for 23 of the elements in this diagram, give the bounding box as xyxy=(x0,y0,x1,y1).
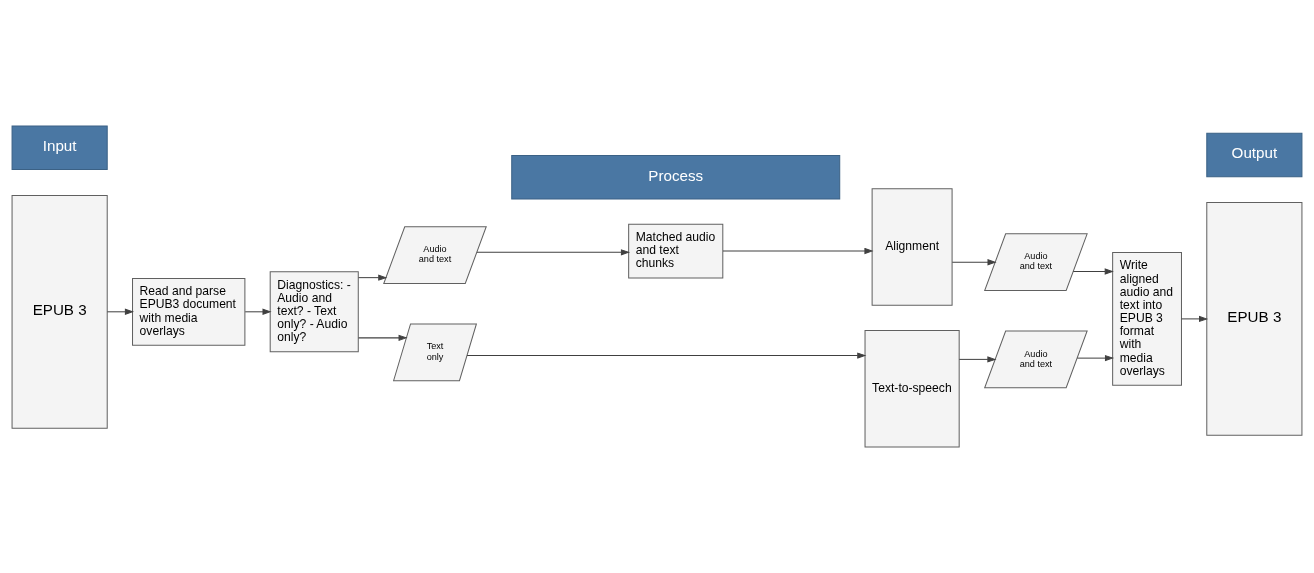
arrow xyxy=(358,274,388,281)
node-box: EPUB 3 xyxy=(1206,201,1303,436)
node-box: Diagnostics: - Audio and text? - Text only? - Audio only? xyxy=(269,271,359,353)
node-box: Process xyxy=(511,154,841,200)
arrow xyxy=(1076,354,1115,362)
arrow xyxy=(1072,268,1114,275)
arrow xyxy=(466,352,867,359)
node-box: Matched audio and text chunks xyxy=(628,223,724,279)
arrow xyxy=(358,334,408,342)
node-box: Text-to-speech xyxy=(864,330,960,448)
node-box: Write aligned audio and text into EPUB 3 format with media overlays xyxy=(1112,252,1182,386)
node-box: Output xyxy=(1206,132,1303,178)
arrow xyxy=(1181,315,1209,323)
node-box: Alignment xyxy=(871,188,953,306)
node-box: Read and parse EPUB3 document with media overlays xyxy=(132,277,246,346)
arrow xyxy=(958,356,997,363)
arrow xyxy=(951,259,997,266)
arrow xyxy=(244,308,272,315)
arrow xyxy=(722,247,874,255)
node-box: EPUB 3 xyxy=(11,194,108,429)
node-box: Input xyxy=(11,125,108,171)
arrow xyxy=(476,249,631,256)
arrow xyxy=(106,308,134,315)
